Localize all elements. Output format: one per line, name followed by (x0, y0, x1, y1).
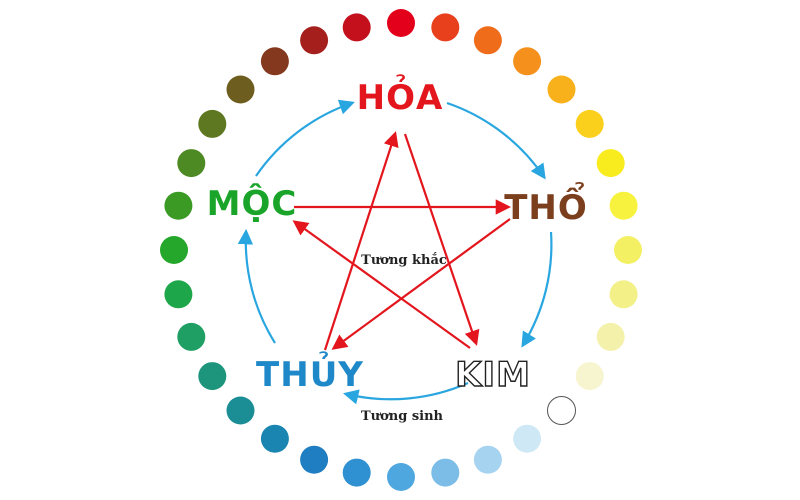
ring-dot (260, 47, 289, 76)
ring-dot (431, 458, 460, 487)
khac-arrow-kim-to-moc (292, 220, 471, 349)
ring-dot (387, 463, 415, 491)
sinh-arrow-tho-to-kim (521, 231, 553, 348)
ring-dot (198, 362, 227, 391)
ring-dot (596, 322, 625, 351)
ring-dot (431, 13, 460, 42)
ring-dot (342, 13, 371, 42)
ring-dot (575, 109, 604, 138)
ring-dot (260, 424, 289, 453)
overcoming-cycle-star (292, 131, 512, 351)
label-tho: THỔ (504, 181, 588, 228)
ring-dot (609, 280, 638, 309)
label-hoa: HỎA (357, 74, 444, 118)
sinh-arrow-hoa-to-tho (446, 101, 546, 180)
khac-arrow-tho-to-thuy (331, 218, 511, 350)
sinh-arrow-moc-to-hoa (255, 99, 355, 177)
ring-dot (177, 322, 206, 351)
ring-dot (614, 236, 642, 264)
ring-dot (198, 109, 227, 138)
label-moc: MỘC (207, 183, 298, 224)
sinh-arrow-thuy-to-moc (237, 228, 276, 344)
color-dot-ring (160, 9, 642, 491)
ring-dot (160, 236, 188, 264)
ring-dot (609, 191, 638, 220)
label-thuy: THỦY (256, 351, 364, 395)
khac-arrow-hoa-to-kim (403, 133, 480, 346)
label-tuong-sinh: Tương sinh (361, 409, 444, 424)
label-kim: KIM (455, 355, 531, 395)
ring-dot (596, 149, 625, 178)
ring-dot (300, 26, 329, 55)
label-tuong-khac: Tương khắc (361, 252, 447, 268)
ring-dot (473, 26, 502, 55)
generating-cycle-arrows (237, 99, 553, 405)
ring-dot (164, 280, 193, 309)
sinh-arrow-kim-to-thuy (343, 381, 469, 405)
ring-dot (177, 149, 206, 178)
ring-dot (513, 424, 542, 453)
ring-dot (575, 362, 604, 391)
ring-dot (164, 191, 193, 220)
ring-dot (547, 75, 576, 104)
ring-dot (226, 75, 255, 104)
ring-dot (342, 458, 371, 487)
khac-arrow-thuy-to-hoa (323, 131, 399, 351)
ring-dot (300, 445, 329, 474)
ring-dot (473, 445, 502, 474)
ring-dot (547, 396, 576, 425)
ring-dot (226, 396, 255, 425)
ring-dot (387, 9, 415, 37)
ring-dot (513, 47, 542, 76)
